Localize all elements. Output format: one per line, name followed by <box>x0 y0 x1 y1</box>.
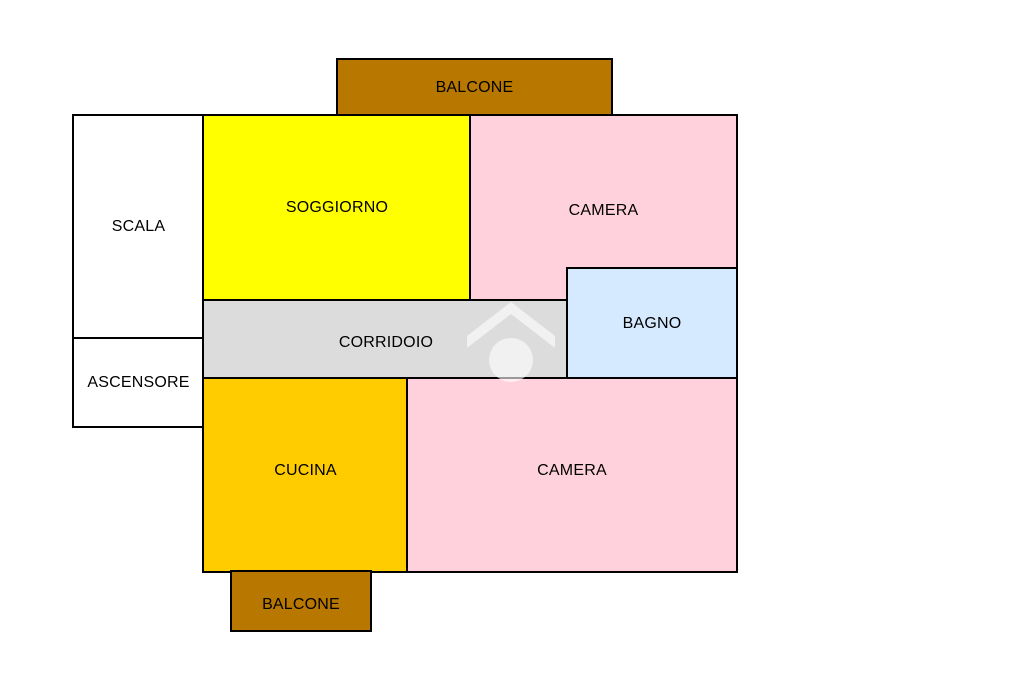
room-label-ascensore: ASCENSORE <box>87 373 190 391</box>
room-ascensore: ASCENSORE <box>72 337 205 428</box>
room-camera-bottom: CAMERA <box>406 377 738 573</box>
room-scala: SCALA <box>72 114 205 340</box>
room-soggiorno: SOGGIORNO <box>202 114 472 302</box>
room-bagno: BAGNO <box>566 267 738 380</box>
room-label-cucina: CUCINA <box>274 462 337 479</box>
room-label-corridoio: CORRIDOIO <box>338 333 434 351</box>
room-balcone-top: BALCONE <box>336 58 613 117</box>
room-cucina: CUCINA <box>202 377 409 573</box>
room-label-camera-bottom: CAMERA <box>537 462 607 479</box>
room-label-bagno: BAGNO <box>622 314 682 332</box>
room-label-balcone-top: BALCONE <box>435 78 514 96</box>
room-label-scala: SCALA <box>111 218 166 235</box>
room-balcone-bottom: BALCONE <box>230 570 372 632</box>
room-label-camera-top: CAMERA <box>568 202 639 219</box>
room-label-soggiorno: SOGGIORNO <box>285 199 389 216</box>
room-corridoio: CORRIDOIO <box>202 299 570 380</box>
room-label-balcone-bottom: BALCONE <box>262 596 340 613</box>
